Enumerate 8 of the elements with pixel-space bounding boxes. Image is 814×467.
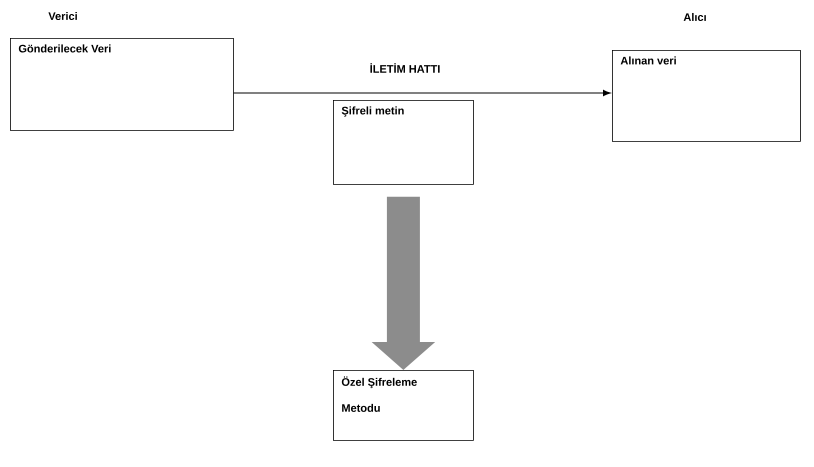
text-box: Alıcı Alınan veri bbox=[612, 12, 801, 142]
text-box: Özel Şifreleme Metodu bbox=[333, 370, 474, 441]
edge-label: İLETİM HATTI bbox=[370, 63, 440, 73]
arrow bbox=[233, 90, 611, 96]
text-box: Şifreli metin bbox=[333, 100, 474, 185]
node-label: Alıcı bbox=[684, 12, 706, 22]
node-label: Verici bbox=[48, 12, 77, 20]
text-box: Verici Gönderilecek Veri bbox=[10, 12, 234, 131]
